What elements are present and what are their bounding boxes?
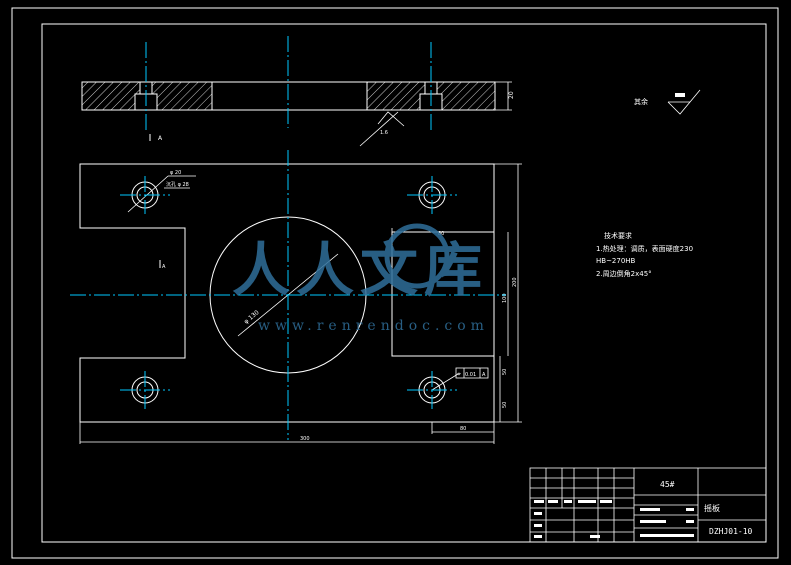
material-label: 45# [660,480,675,489]
section-letter-mid: A [162,264,166,270]
hole-offset-label: 80 [460,426,466,432]
tb-mark6 [534,512,542,515]
surface-finish-symbol [667,89,701,115]
small-hole-leader [127,175,169,213]
thickness-label: 20 [508,91,515,99]
tb-mark14 [640,534,694,537]
tb-mark2 [548,500,558,503]
overall-width-label: 300 [300,436,310,442]
tb-mark11 [686,508,694,511]
watermark-logo-ring [384,223,450,289]
title-block [529,467,767,543]
tb-mark10 [640,508,660,511]
surface-finish-value-mark [675,93,685,97]
watermark-cn: 人人文库 [232,236,488,304]
surface-finish-rest-label: 其余 [634,97,648,106]
outer-frame [11,7,779,559]
plan-view: φ 20 沉孔 φ 28 φ 130 A 80 200 100 50 50 80… [79,163,522,444]
dim-50-top-label: 50 [502,369,508,375]
slot-width-label: 80 [438,231,444,237]
tb-mark9 [590,535,600,538]
tech-req-line1: 1.热处理：调质，表面硬度230 [596,244,693,253]
technical-requirements: 技术要求 1.热处理：调质，表面硬度230 HB~270HB 2.周边倒角2x4… [596,231,693,278]
center-lines [70,36,506,440]
slot-height-label: 100 [502,293,508,303]
tb-mark8 [534,535,542,538]
tolerance-value: 0.01 [465,372,476,378]
overall-height-label: 200 [512,277,518,287]
tolerance-leader [431,373,459,391]
tech-req-line3: 2.周边倒角2x45° [596,269,652,278]
roughness-leader [359,111,399,147]
watermark: 人人文库 www.renrendoc.com [232,223,489,334]
position-icon: ⌖ [457,370,461,378]
tb-mark4 [578,500,596,503]
tolerance-datum: A [482,372,486,378]
tb-mark3 [564,500,572,503]
title-block-frame [529,467,767,543]
tb-mark5 [600,500,612,503]
tb-mark1 [534,500,544,503]
roughness-label: 1.6 [380,130,388,136]
small-hole-dia-label: φ 20 [170,170,181,176]
part-name-label: 摇板 [704,503,720,513]
tb-mark12 [640,520,666,523]
tb-mark13 [686,520,694,523]
tech-req-heading: 技术要求 [604,231,632,240]
surface-finish-rest: 其余 [634,89,701,115]
section-view: 20 1.6 A [81,81,515,147]
tb-mark7 [534,524,542,527]
title-block-marks [534,500,694,538]
inner-frame [41,23,767,543]
roughness-symbol [377,111,405,127]
section-letter-top: A [158,135,163,142]
counterbore-label: 沉孔 φ 28 [166,181,189,188]
tolerance-frame [455,367,489,379]
watermark-url: www.renrendoc.com [258,318,489,334]
dim-50-bottom-label: 50 [502,402,508,408]
tech-req-line2: HB~270HB [596,257,636,265]
drawing-number-label: DZHJ01-10 [709,527,753,536]
